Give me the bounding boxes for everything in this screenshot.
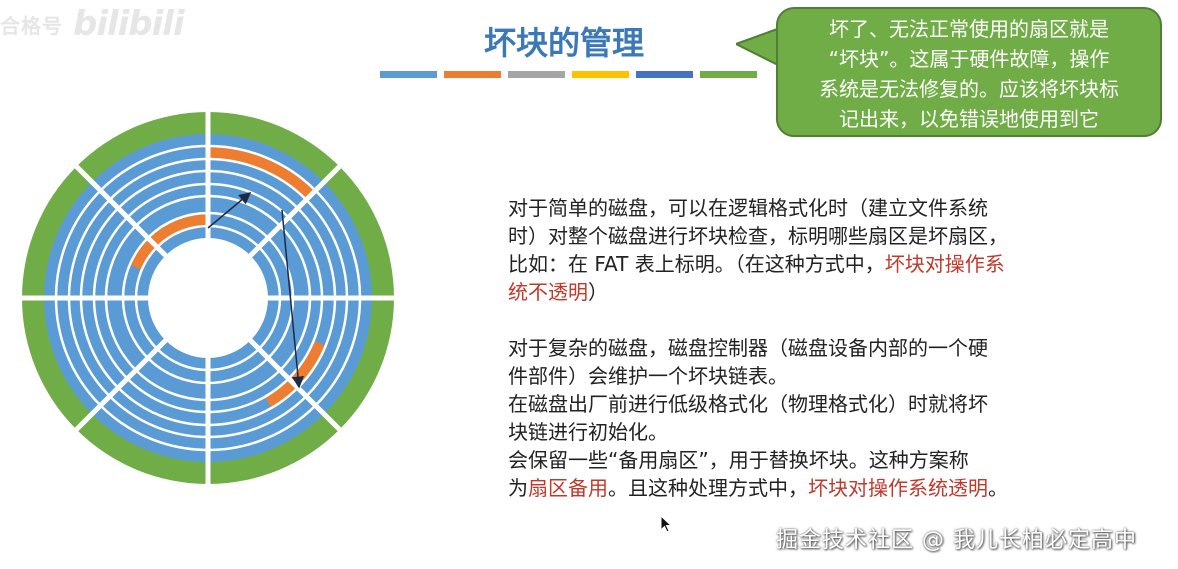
- logo-brand-text: bilibili: [73, 4, 185, 44]
- watermark: 掘金技术社区 @ 我儿长柏必定高中: [776, 528, 1137, 553]
- text-line: 为扇区备用。且这种处理方式中，坏块对操作系统透明。: [508, 474, 1108, 502]
- sector-separator: [74, 164, 169, 259]
- color-segment: [444, 71, 501, 78]
- text-line: 对于复杂的磁盘，磁盘控制器（磁盘设备内部的一个硬: [508, 336, 988, 360]
- simple-disk-paragraph: 对于简单的磁盘，可以在逻辑格式化时（建立文件系统 时）对整个磁盘进行坏块检查，标…: [508, 194, 1108, 306]
- text-line: 在磁盘出厂前进行低级格式化（物理格式化）时就将坏: [508, 392, 988, 416]
- bilibili-logo: 合格号 bilibili: [0, 4, 185, 44]
- color-segment: [572, 71, 629, 78]
- sector-separator: [74, 337, 169, 432]
- text-run: 。: [988, 476, 1008, 500]
- color-segment: [700, 71, 757, 78]
- title-color-bar: [380, 71, 757, 78]
- callout-line: 记出来，以免错误地使用到它: [839, 107, 1099, 131]
- bad-sector: [208, 146, 318, 202]
- callout-line: 系统是无法修复的。应该将坏块标: [819, 77, 1119, 101]
- text-line: 会保留一些“备用扇区”，用于替换坏块。这种方案称: [508, 448, 969, 472]
- remap-arrow: [281, 209, 304, 389]
- color-segment: [380, 71, 437, 78]
- highlight-transparent: 坏块对操作系统透明: [808, 476, 988, 500]
- text-line: 对于简单的磁盘，可以在逻辑格式化时（建立文件系统: [508, 196, 988, 220]
- spare-sector: [265, 340, 326, 408]
- definition-callout: 坏了、无法正常使用的扇区就是 “坏块”。这属于硬件故障，操作 系统是无法修复的。…: [776, 7, 1162, 137]
- slide-title: 坏块的管理: [483, 24, 644, 62]
- text-line: 时）对整个磁盘进行坏块检查，标明哪些扇区是坏扇区，: [508, 224, 1008, 248]
- text-run: 比如：在 FAT 表上标明。（在这种方式中，: [508, 252, 885, 276]
- text-line: 比如：在 FAT 表上标明。（在这种方式中，坏块对操作系: [508, 250, 1108, 278]
- complex-disk-paragraph: 对于复杂的磁盘，磁盘控制器（磁盘设备内部的一个硬 件部件）会维护一个坏块链表。 …: [508, 334, 1108, 502]
- callout-tail: [736, 26, 780, 68]
- highlight-opaque: 统不透明: [508, 280, 588, 304]
- text-run: 。且这种处理方式中，: [608, 476, 808, 500]
- highlight-opaque: 坏块对操作系: [884, 252, 1005, 276]
- callout-line: 坏了、无法正常使用的扇区就是: [829, 17, 1109, 41]
- text-run: 为: [508, 476, 528, 500]
- highlight-sector-spare: 扇区备用: [528, 476, 608, 500]
- disk-diagram: [22, 112, 394, 484]
- spindle-hole: [148, 238, 268, 358]
- color-segment: [636, 71, 693, 78]
- remap-arrow: [207, 192, 252, 229]
- callout-line: “坏块”。这属于硬件故障，操作: [828, 47, 1110, 71]
- color-segment: [508, 71, 565, 78]
- mouse-cursor-icon: [660, 515, 672, 533]
- sector-separator: [247, 164, 342, 259]
- text-line: 统不透明）: [508, 278, 1108, 306]
- text-line: 件部件）会维护一个坏块链表。: [508, 364, 788, 388]
- logo-cn-text: 合格号: [0, 13, 63, 38]
- text-run: ）: [588, 280, 608, 304]
- text-line: 块链进行初始化。: [508, 420, 668, 444]
